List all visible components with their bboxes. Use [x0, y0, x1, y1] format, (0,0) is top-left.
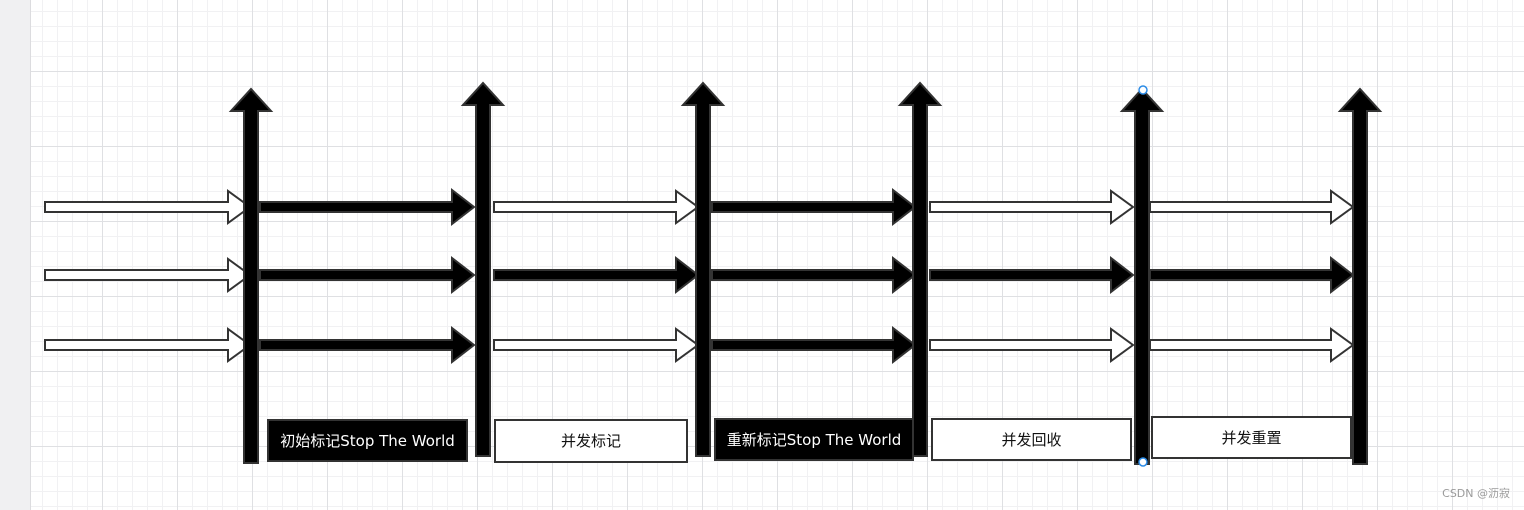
thread-arrow-seg2-row2[interactable]: [259, 255, 476, 295]
thread-arrow-seg6-row3[interactable]: [1149, 327, 1355, 363]
thread-arrow-seg5-row3[interactable]: [929, 327, 1135, 363]
thread-arrow-seg4-row2[interactable]: [711, 255, 917, 295]
phase-label-remark-text: 重新标记Stop The World: [726, 430, 902, 449]
phase-label-concurrent-mark-text: 并发标记: [560, 432, 621, 450]
phase-label-initial-mark[interactable]: 初始标记Stop The World: [267, 419, 468, 462]
thread-arrow-seg2-row1[interactable]: [259, 187, 476, 227]
thread-arrow-seg6-row2[interactable]: [1149, 255, 1355, 295]
safepoint-arrows: [228, 81, 1383, 465]
diagram-canvas: 初始标记Stop The World 并发标记 重新标记Stop The Wor…: [31, 0, 1524, 510]
phase-label-concurrent-sweep-text: 并发回收: [1001, 430, 1062, 449]
thread-arrow-seg1-row2[interactable]: [44, 257, 252, 293]
phase-label-concurrent-mark[interactable]: 并发标记: [494, 419, 688, 463]
left-panel-edge: [0, 0, 31, 510]
phase-label-remark[interactable]: 重新标记Stop The World: [714, 418, 914, 461]
safepoint-arrow-4[interactable]: [897, 81, 943, 457]
phase-label-concurrent-sweep[interactable]: 并发回收: [931, 418, 1132, 461]
thread-arrow-seg4-row1[interactable]: [711, 187, 917, 227]
gc-phase-diagram: [44, 81, 1383, 467]
thread-arrow-seg1-row3[interactable]: [44, 327, 252, 363]
thread-arrow-seg4-row3[interactable]: [711, 325, 917, 365]
selection-handle-top[interactable]: [1138, 85, 1148, 95]
safepoint-arrow-2[interactable]: [460, 81, 506, 457]
thread-arrow-seg5-row1[interactable]: [929, 189, 1135, 225]
watermark: CSDN @沥寂: [1442, 487, 1510, 500]
thread-arrow-seg1-row1[interactable]: [44, 189, 252, 225]
thread-arrow-seg6-row1[interactable]: [1149, 189, 1355, 225]
phase-label-concurrent-reset-text: 并发重置: [1221, 428, 1282, 447]
thread-arrows: [44, 187, 1355, 365]
safepoint-arrow-5[interactable]: [1119, 87, 1165, 465]
thread-arrow-seg3-row2[interactable]: [493, 255, 700, 295]
phase-label-concurrent-reset[interactable]: 并发重置: [1151, 416, 1352, 459]
selection-handles: [1138, 85, 1148, 467]
thread-arrow-seg3-row3[interactable]: [493, 327, 700, 363]
safepoint-arrow-1[interactable]: [228, 87, 274, 464]
thread-arrow-seg3-row1[interactable]: [493, 189, 700, 225]
phase-label-initial-mark-text: 初始标记Stop The World: [280, 431, 455, 450]
thread-arrow-seg2-row3[interactable]: [259, 325, 476, 365]
selection-handle-bottom[interactable]: [1138, 457, 1148, 467]
thread-arrow-seg5-row2[interactable]: [929, 255, 1135, 295]
safepoint-arrow-3[interactable]: [680, 81, 726, 457]
safepoint-arrow-6[interactable]: [1337, 87, 1383, 465]
